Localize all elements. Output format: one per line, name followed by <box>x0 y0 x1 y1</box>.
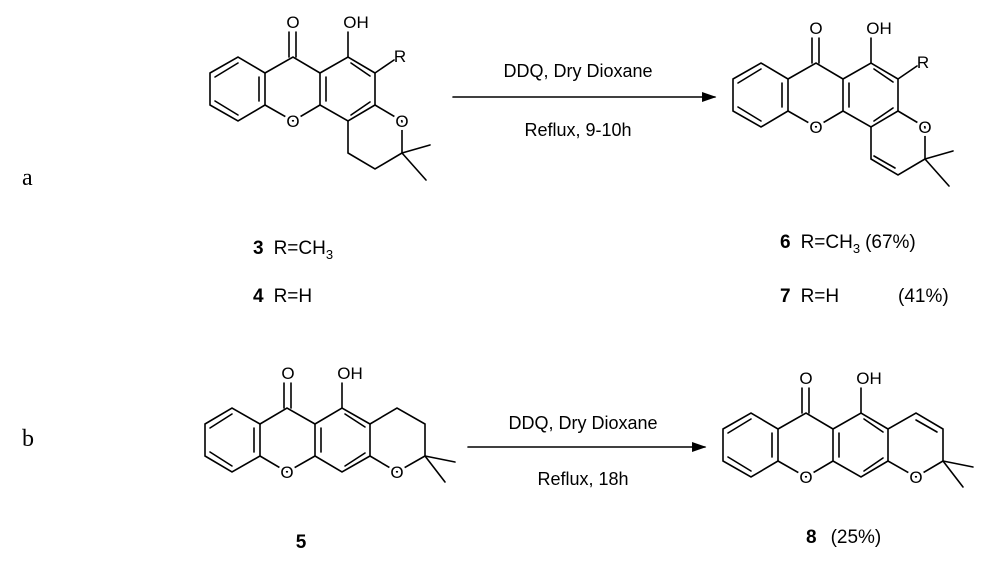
atom-r-a1: R <box>394 47 406 66</box>
atom-oh-a1: OH <box>343 13 369 32</box>
atom-o-ring-b1: O <box>280 463 293 482</box>
atom-o-carbonyl-b1: O <box>281 364 294 383</box>
atom-o-pyran-a1: O <box>395 112 408 131</box>
reagent-label-b: DDQ, Dry Dioxane <box>508 413 657 433</box>
atom-o-carbonyl-a2: O <box>809 19 822 38</box>
molecule-6-7-structure <box>732 37 954 187</box>
conditions-label-b: Reflux, 18h <box>537 469 628 489</box>
atom-oh-a2: OH <box>866 19 892 38</box>
reagent-label-a: DDQ, Dry Dioxane <box>503 61 652 81</box>
atom-o-pyran-b1: O <box>390 463 403 482</box>
molecule-5-structure <box>204 382 456 483</box>
atom-r-a2: R <box>917 53 929 72</box>
part-label-a: a <box>22 165 33 191</box>
atom-o-carbonyl-a1: O <box>286 13 299 32</box>
conditions-label-a: Reflux, 9-10h <box>524 120 631 140</box>
atom-oh-b2: OH <box>856 369 882 388</box>
compound-label-8: 8(25%) <box>806 527 881 548</box>
atom-o-pyran-b2: O <box>909 468 922 487</box>
atom-o-ring-a2: O <box>809 118 822 137</box>
atom-o-ring-a1: O <box>286 112 299 131</box>
molecule-8-structure <box>722 387 974 488</box>
atom-o-carbonyl-b2: O <box>799 369 812 388</box>
atom-oh-b1: OH <box>337 364 363 383</box>
atom-o-pyran-a2: O <box>918 118 931 137</box>
atom-o-ring-b2: O <box>799 468 812 487</box>
part-label-b: b <box>22 426 34 452</box>
compound-label-5: 5 <box>296 532 307 553</box>
molecule-3-4-structure <box>209 31 431 181</box>
